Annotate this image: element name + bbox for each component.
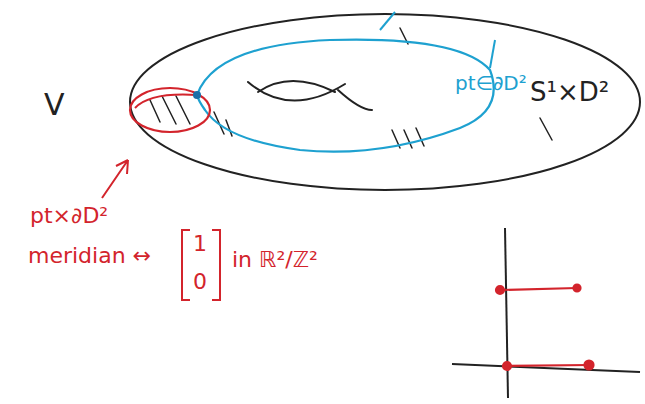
meridian-formula: pt×∂D²: [30, 204, 108, 228]
space-name: V: [44, 88, 65, 121]
vector-entry: 0: [193, 270, 207, 294]
longitude-note: pt∈∂D²: [455, 72, 527, 94]
vector-entry: 1: [193, 232, 207, 256]
space-formula: S¹×D²: [530, 78, 609, 107]
meridian-label: meridian ↔: [28, 244, 151, 268]
torus-quotient: in ℝ²/ℤ²: [232, 248, 318, 272]
